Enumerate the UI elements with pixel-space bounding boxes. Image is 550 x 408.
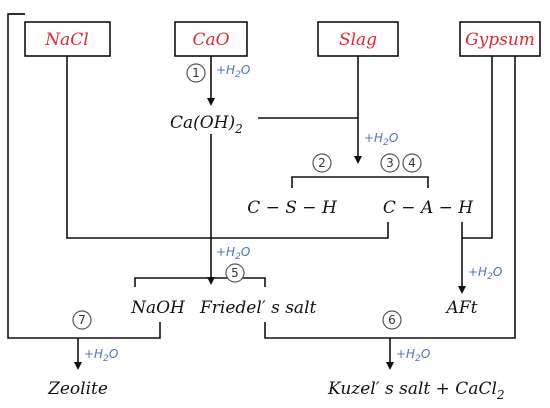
step-3-marker: 3 [380,153,400,173]
water-label-6: +H2O [396,347,430,364]
svg-text:6: 6 [388,313,396,327]
aft-label: AFt [445,298,478,318]
svg-text:5: 5 [231,266,239,280]
step-2-marker: 2 [312,153,332,173]
nacl-outer-line [7,13,161,339]
cao-label: CaO [192,30,229,50]
svg-text:2: 2 [318,156,326,170]
svg-text:4: 4 [408,156,416,170]
naoh-label: NaOH [130,298,186,318]
step-7-marker: 7 [72,310,92,330]
svg-text:7: 7 [78,313,86,327]
slag-label: Slag [339,30,377,50]
svg-text:1: 1 [192,66,200,80]
cao-box: CaO [174,21,248,57]
water-label-4: +H2O [468,265,502,282]
zeolite-label: Zeolite [47,379,108,399]
svg-text:3: 3 [386,156,394,170]
step-6-marker: 6 [382,310,402,330]
step-5-marker: 5 [225,263,245,283]
water-label-2: +H2O [364,131,398,148]
step-4-marker: 4 [402,153,422,173]
gypsum-outer-line [264,56,516,339]
water-label-5: +H2O [84,347,118,364]
step-1-marker: 1 [186,63,206,83]
nacl-box: NaCl [24,21,111,57]
water-label-3: +H2O [216,245,250,262]
water-label-1: +H2O [216,63,250,80]
nacl-inner-line [66,56,389,239]
kuzel-salt-label: Kuzel′ s salt + CaCl2 [327,379,505,402]
slag-box: Slag [317,21,399,57]
gypsum-box: Gypsum [459,21,541,57]
nacl-label: NaCl [44,30,88,50]
caoh2-label: Ca(OH)2 [170,113,243,136]
cah-label: C − A − H [383,198,474,218]
gypsum-label: Gypsum [465,30,535,50]
csh-label: C − S − H [247,198,338,218]
friedel-salt-label: Friedel′ s salt [199,298,317,318]
